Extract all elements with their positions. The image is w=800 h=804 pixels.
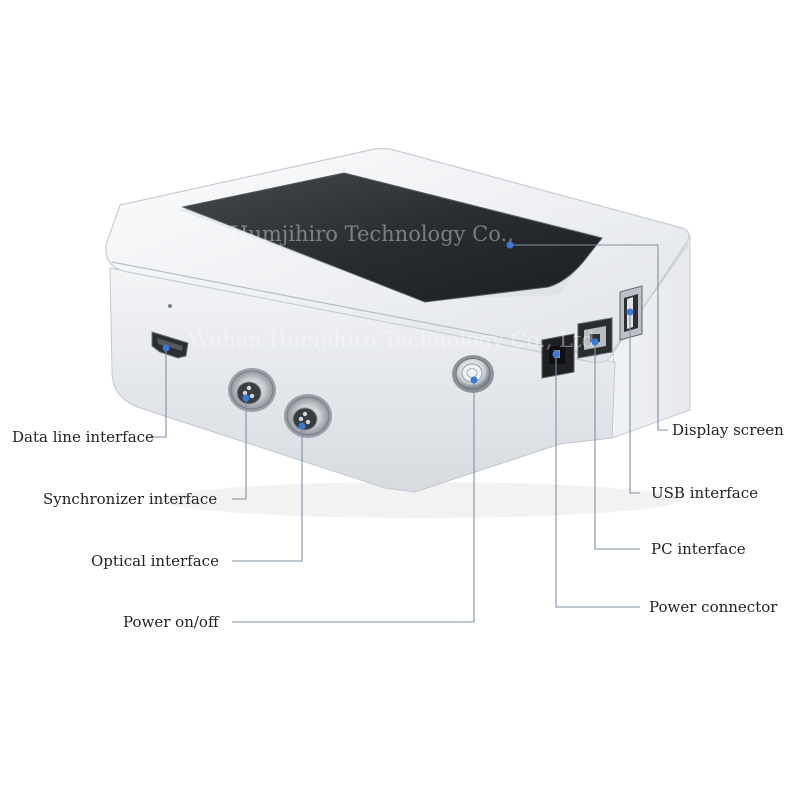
label-display-screen: Display screen (672, 421, 784, 439)
leader-display-screen (510, 244, 668, 431)
callout-dot (162, 344, 170, 352)
label-pc-interface: PC interface (651, 540, 746, 558)
callout-dot (591, 338, 599, 346)
callout-dots (162, 241, 634, 430)
indicator-led-icon (168, 304, 172, 308)
callout-dot (470, 376, 478, 384)
callout-dot (242, 394, 250, 402)
label-usb-interface: USB interface (651, 484, 759, 502)
synchronizer-connector-icon (228, 368, 276, 412)
leader-power-onoff (232, 380, 475, 623)
callout-leaders (150, 244, 668, 623)
callout-dot (298, 422, 306, 430)
leader-power-connector (555, 354, 640, 608)
leader-pc (594, 342, 640, 550)
label-power-connector: Power connector (649, 598, 778, 616)
label-synchronizer-interface: Synchronizer interface (43, 490, 218, 508)
leader-synchronizer (232, 398, 247, 500)
label-data-line-interface: Data line interface (12, 428, 154, 446)
watermark-line-2: Wuhan Humjihiro Technology Co., Ltd (188, 328, 595, 352)
label-optical-interface: Optical interface (91, 552, 219, 570)
callout-dot (626, 308, 634, 316)
label-power-onoff: Power on/off (123, 613, 219, 631)
usb-b-port-icon (577, 317, 613, 359)
callout-dot (506, 241, 514, 249)
leader-data-line (150, 348, 167, 438)
display-screen (181, 172, 603, 303)
hdmi-port-icon (151, 331, 189, 359)
watermark-line-1: Humjihiro Technology Co., (230, 222, 514, 246)
case-shadow (160, 482, 680, 518)
power-button-icon (452, 355, 494, 393)
leader-usb (629, 312, 640, 494)
device-case (105, 147, 691, 518)
callout-dot (552, 350, 560, 358)
lid-seam-line (111, 261, 599, 357)
case-front-face (109, 267, 616, 493)
leader-optical (232, 426, 303, 562)
optical-connector-icon (284, 394, 332, 438)
